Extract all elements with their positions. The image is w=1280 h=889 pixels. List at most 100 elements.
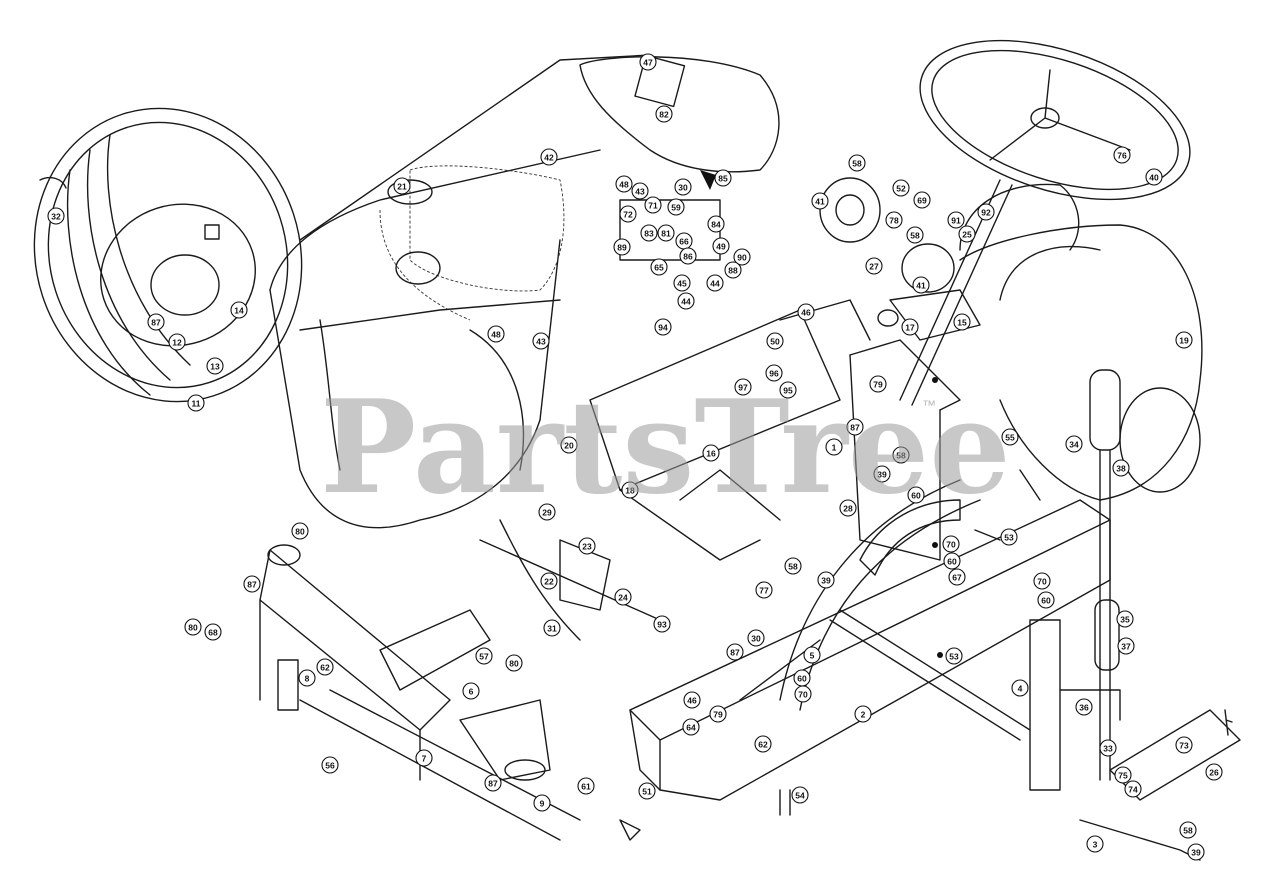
- callout-circle: [747, 629, 765, 647]
- callout-number: 30: [674, 178, 692, 196]
- callout-number: 22: [540, 572, 558, 590]
- callout-label: 20: [564, 441, 574, 451]
- callout-circle: [639, 53, 657, 71]
- callout-number: 79: [709, 705, 727, 723]
- callout-number: 64: [682, 718, 700, 736]
- watermark-trademark: ™: [922, 397, 936, 413]
- callout-label: 11: [192, 399, 201, 409]
- callout-number: 44: [677, 292, 695, 310]
- callout-number: 80: [505, 654, 523, 672]
- callout-circle: [906, 226, 924, 244]
- callout-circle: [1075, 698, 1093, 716]
- callout-circle: [942, 535, 960, 553]
- callout-circle: [1113, 146, 1131, 164]
- callout-circle: [791, 786, 809, 804]
- callout-circle: [619, 205, 637, 223]
- callout-label: 79: [873, 380, 883, 390]
- callout-number: 60: [907, 486, 925, 504]
- callout-circle: [1175, 331, 1193, 349]
- callout-circle: [733, 248, 751, 266]
- callout-label: 58: [910, 231, 920, 241]
- callout-number: 1: [825, 438, 843, 456]
- callout-label: 56: [325, 761, 335, 771]
- callout-number: 28: [839, 499, 857, 517]
- callout-label: 16: [706, 449, 716, 459]
- callout-label: 32: [51, 212, 61, 222]
- callout-circle: [243, 575, 261, 593]
- callout-label: 83: [644, 229, 654, 239]
- callout-label: 36: [1079, 703, 1089, 713]
- callout-number: 87: [147, 313, 165, 331]
- callout-number: 89: [613, 238, 631, 256]
- callout-label: 80: [509, 659, 519, 669]
- steering-linkage-drawing: [479, 499, 961, 641]
- callout-number: 60: [1037, 591, 1055, 609]
- callout-label: 85: [718, 174, 728, 184]
- callout-label: 39: [1191, 848, 1201, 858]
- callout-label: 68: [208, 628, 218, 638]
- callout-circle: [765, 364, 783, 382]
- callout-label: 1: [832, 443, 837, 453]
- callout-number: 53: [945, 647, 963, 665]
- callout-circle: [766, 332, 784, 350]
- callout-number: 62: [754, 735, 772, 753]
- callout-label: 41: [916, 281, 926, 291]
- callout-number: 6: [462, 682, 480, 700]
- callout-label: 46: [687, 696, 697, 706]
- callout-circle: [532, 332, 550, 350]
- callout-label: 15: [957, 318, 967, 328]
- callout-number: 43: [631, 182, 649, 200]
- callout-circle: [784, 557, 802, 575]
- callout-label: 53: [1004, 533, 1014, 543]
- callout-circle: [615, 175, 633, 193]
- callout-label: 89: [617, 243, 627, 253]
- callout-circle: [538, 503, 556, 521]
- callout-circle: [316, 658, 334, 676]
- callout-number: 3: [1086, 835, 1104, 853]
- callout-number: 60: [793, 669, 811, 687]
- callout-label: 57: [479, 652, 489, 662]
- callout-label: 77: [759, 586, 769, 596]
- callout-label: 79: [713, 710, 723, 720]
- callout-circle: [393, 177, 411, 195]
- callout-label: 94: [658, 323, 668, 333]
- callout-number: 78: [885, 211, 903, 229]
- callout-number: 19: [1175, 331, 1193, 349]
- callout-label: 54: [795, 791, 805, 801]
- callout-circle: [674, 178, 692, 196]
- callout-circle: [1112, 459, 1130, 477]
- callout-circle: [147, 313, 165, 331]
- callout-circle: [631, 182, 649, 200]
- callout-circle: [846, 418, 864, 436]
- callout-number: 44: [706, 274, 724, 292]
- callout-label: 92: [981, 208, 991, 218]
- callout-circle: [754, 735, 772, 753]
- callout-number: 23: [578, 537, 596, 555]
- callout-circle: [47, 207, 65, 225]
- callout-circle: [901, 318, 919, 336]
- callout-circle: [638, 782, 656, 800]
- callout-label: 66: [679, 237, 689, 247]
- callout-circle: [1117, 637, 1135, 655]
- callout-number: 48: [487, 325, 505, 343]
- callout-number: 58: [906, 226, 924, 244]
- callout-number: 81: [657, 224, 675, 242]
- callout-label: 46: [801, 308, 811, 318]
- callout-circle: [650, 258, 668, 276]
- callout-number: 21: [393, 177, 411, 195]
- callout-label: 80: [295, 527, 305, 537]
- callout-circle: [848, 154, 866, 172]
- callout-label: 80: [188, 623, 198, 633]
- callout-number: 80: [184, 618, 202, 636]
- callout-circle: [1011, 679, 1029, 697]
- callout-number: 57: [475, 647, 493, 665]
- callout-label: 87: [488, 779, 498, 789]
- callout-label: 73: [1179, 741, 1189, 751]
- callout-circle: [657, 224, 675, 242]
- callout-circle: [839, 499, 857, 517]
- callout-number: 27: [865, 257, 883, 275]
- callout-number: 42: [540, 148, 558, 166]
- callout-number: 93: [653, 615, 671, 633]
- callout-label: 95: [783, 386, 793, 396]
- callout-number: 13: [206, 357, 224, 375]
